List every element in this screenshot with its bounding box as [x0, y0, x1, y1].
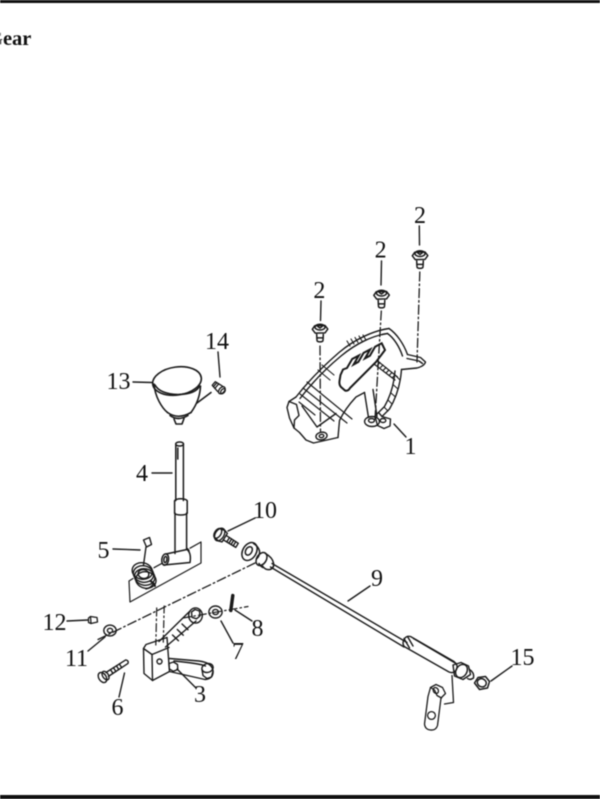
svg-text:8: 8	[252, 616, 264, 642]
svg-text:2: 2	[375, 238, 387, 264]
svg-text:2: 2	[313, 278, 325, 304]
svg-text:9: 9	[371, 566, 383, 592]
svg-text:10: 10	[253, 498, 277, 524]
svg-text:1: 1	[405, 434, 417, 460]
svg-text:11: 11	[65, 646, 88, 672]
svg-text:4: 4	[136, 461, 148, 487]
svg-text:13: 13	[107, 369, 131, 395]
svg-text:5: 5	[98, 538, 110, 564]
svg-text:2: 2	[414, 203, 426, 229]
svg-text:Gear: Gear	[0, 28, 31, 50]
svg-text:6: 6	[112, 695, 124, 721]
svg-text:14: 14	[205, 329, 229, 355]
svg-text:3: 3	[194, 682, 206, 708]
svg-text:15: 15	[511, 645, 535, 671]
svg-text:7: 7	[232, 639, 244, 665]
svg-text:12: 12	[43, 610, 67, 636]
